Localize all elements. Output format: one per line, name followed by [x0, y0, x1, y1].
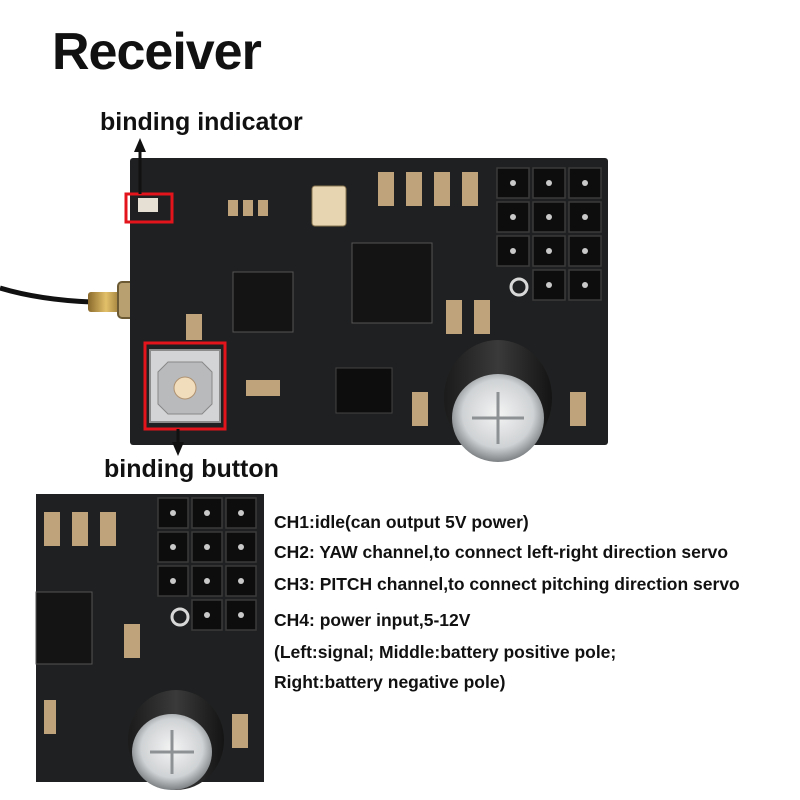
- antenna-connector: [88, 292, 124, 312]
- antenna-wire: [0, 285, 93, 305]
- smd-parts: [186, 172, 586, 426]
- regulator: [335, 367, 393, 414]
- indicator-highlight-box: [124, 192, 174, 224]
- channel-4-note-line2: Right:battery negative pole): [274, 672, 506, 692]
- crystal: [311, 185, 347, 227]
- binding-indicator-label: binding indicator: [100, 108, 303, 136]
- chip-2: [351, 242, 433, 324]
- binding-button-label: binding button: [104, 455, 279, 483]
- channel-1-text: CH1:idle(can output 5V power): [274, 512, 529, 532]
- channel-4-text: CH4: power input,5-12V: [274, 610, 471, 630]
- channel-3-text: CH3: PITCH channel,to connect pitching d…: [274, 574, 740, 594]
- arrow-down-icon: [172, 442, 184, 456]
- channel-4-note-line1: (Left:signal; Middle:battery positive po…: [274, 642, 617, 662]
- page-title: Receiver: [52, 23, 262, 81]
- chip-1: [232, 271, 294, 333]
- inset-pin-headers: [157, 497, 257, 631]
- arrow-up-icon: [134, 138, 146, 152]
- button-highlight-box: [143, 341, 227, 431]
- channel-2-text: CH2: YAW channel,to connect left-right d…: [274, 542, 729, 562]
